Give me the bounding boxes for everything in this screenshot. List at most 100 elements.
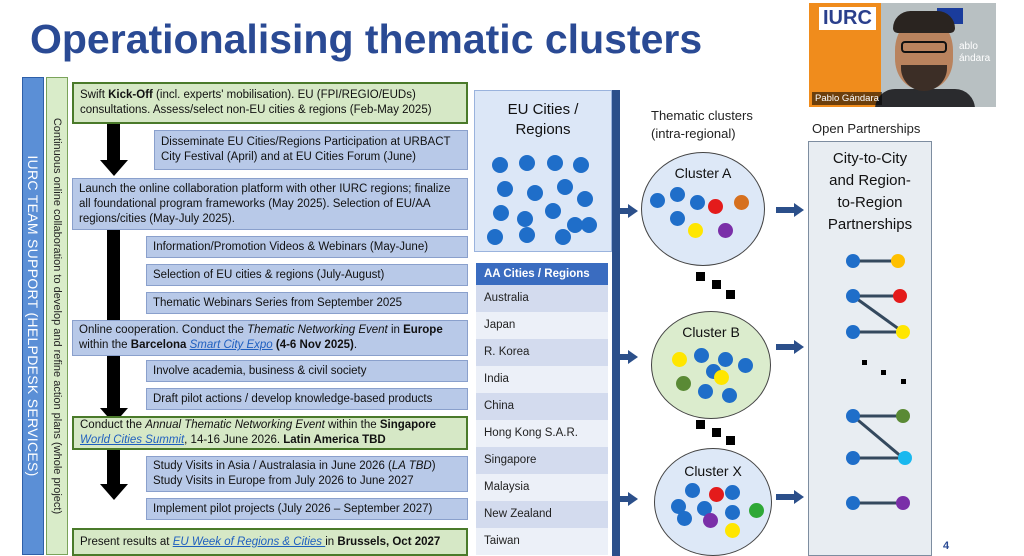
text-span: Swift — [80, 89, 109, 101]
iurc-logo: IURC — [819, 7, 876, 30]
city-dot — [493, 205, 509, 221]
text-span: (4-6 Nov 2025) — [272, 339, 354, 351]
text-span: (incl. experts' mobilisation). EU (FPI/R… — [80, 89, 432, 116]
text-span: in — [325, 535, 338, 548]
city-dot — [519, 227, 535, 243]
city-dot — [573, 157, 589, 173]
city-dot — [492, 157, 508, 173]
text-span: Present results at — [80, 535, 173, 548]
text-span: Singapore — [379, 419, 437, 431]
text-span: Latin America TBD — [283, 434, 386, 446]
text-span: Thematic Webinars Series from September … — [153, 296, 403, 309]
text-span: Annual Thematic Networking Event — [145, 419, 325, 431]
step-annual-event: Conduct the Annual Thematic Networking E… — [72, 416, 468, 450]
cluster-x: Cluster X — [654, 448, 772, 556]
flow-arrow-stem — [107, 450, 120, 486]
text-span: Brussels, Oct 2027 — [337, 535, 441, 548]
thematic-clusters-title: Thematic clusters (intra-regional) — [651, 107, 753, 143]
step-implement-pilots: Implement pilot projects (July 2026 – Se… — [146, 498, 468, 520]
step-videos-webinars: Information/Promotion Videos & Webinars … — [146, 236, 468, 258]
step-disseminate: Disseminate EU Cities/Regions Participat… — [154, 130, 468, 170]
collaboration-bar: Continuous online collaboration to devel… — [46, 77, 68, 555]
arrow-icon — [628, 350, 638, 364]
text-span: Thematic clusters — [651, 108, 753, 123]
speaker-glasses — [901, 41, 947, 53]
text-span: Implement pilot projects (July 2026 – Se… — [153, 502, 433, 515]
step-study-visits: Study Visits in Asia / Australasia in Ju… — [146, 456, 468, 492]
text-span: , 14-16 June 2026. — [184, 434, 284, 446]
text-span: ablo — [959, 41, 978, 52]
team-support-label: IURC TEAM SUPPORT (HELPDESK SERVICES) — [25, 155, 41, 477]
city-dot — [581, 217, 597, 233]
text-span: Disseminate EU Cities/Regions Participat… — [161, 136, 451, 163]
aa-table-row: Taiwan — [476, 528, 608, 555]
aa-table-row: China — [476, 393, 608, 420]
city-node — [846, 254, 860, 268]
step-thematic-webinars: Thematic Webinars Series from September … — [146, 292, 468, 314]
eu-week-link[interactable]: EU Week of Regions & Cities — [172, 535, 326, 548]
speaker-hair — [893, 11, 955, 33]
step-pilot-actions: Draft pilot actions / develop knowledge-… — [146, 388, 468, 410]
aa-table-row: Singapore — [476, 447, 608, 474]
city-node — [896, 325, 910, 339]
city-node — [891, 254, 905, 268]
arrow-icon — [794, 340, 804, 354]
text-span: Information/Promotion Videos & Webinars … — [153, 240, 429, 253]
city-dot — [725, 505, 740, 520]
city-dot — [497, 181, 513, 197]
ellipsis-square — [726, 290, 735, 299]
city-node — [846, 451, 860, 465]
text-span: Involve academia, business & civil socie… — [153, 364, 367, 377]
arrow-icon — [628, 204, 638, 218]
city-dot — [749, 503, 764, 518]
text-span: Kick-Off — [108, 89, 153, 101]
arrow-icon — [794, 203, 804, 217]
aa-table-row: R. Korea — [476, 339, 608, 366]
city-node — [846, 289, 860, 303]
city-dot — [670, 211, 685, 226]
step-present-results: Present results at EU Week of Regions & … — [72, 528, 468, 556]
city-node — [846, 409, 860, 423]
text-span: Barcelona — [130, 339, 187, 351]
step-involve-academia: Involve academia, business & civil socie… — [146, 360, 468, 382]
arrow-icon — [794, 490, 804, 504]
city-dot — [709, 487, 724, 502]
aa-table-row: Japan — [476, 312, 608, 339]
city-dot — [557, 179, 573, 195]
city-dot — [725, 523, 740, 538]
text-span: Conduct the — [80, 419, 146, 431]
text-span: Draft pilot actions / develop knowledge-… — [153, 392, 433, 405]
text-span: within the — [324, 419, 380, 431]
connector-arrow — [776, 207, 796, 213]
ellipsis-square — [696, 272, 705, 281]
text-span: within the — [79, 339, 131, 351]
step-selection: Selection of EU cities & regions (July-A… — [146, 264, 468, 286]
text-span: (intra-regional) — [651, 126, 736, 141]
city-dot — [738, 358, 753, 373]
city-node — [898, 451, 912, 465]
partnership-links — [846, 254, 912, 510]
participant-name: Pablo Gándara — [812, 92, 882, 105]
text-span: and Region- — [829, 172, 911, 189]
city-dot — [547, 155, 563, 171]
connector-arrow — [620, 496, 630, 502]
text-span: Study Visits in Europe from July 2026 to… — [153, 475, 414, 487]
world-cities-summit-link[interactable]: World Cities Summit — [80, 434, 185, 446]
cluster-a: Cluster A — [641, 152, 765, 266]
text-span: Study Visits in Asia / Australasia in Ju… — [153, 460, 392, 472]
ellipsis-square — [901, 379, 906, 384]
text-span: Selection of EU cities & regions (July-A… — [153, 268, 385, 281]
city-node — [896, 409, 910, 423]
aa-table-row: India — [476, 366, 608, 393]
city-dot — [718, 223, 733, 238]
connector-line — [612, 90, 620, 556]
city-dot — [697, 501, 712, 516]
city-dot — [670, 187, 685, 202]
city-node — [846, 496, 860, 510]
city-dot — [577, 191, 593, 207]
text-span: Online cooperation. Conduct the — [79, 324, 248, 336]
city-dot — [694, 348, 709, 363]
smart-city-expo-link[interactable]: Smart City Expo — [189, 339, 273, 351]
